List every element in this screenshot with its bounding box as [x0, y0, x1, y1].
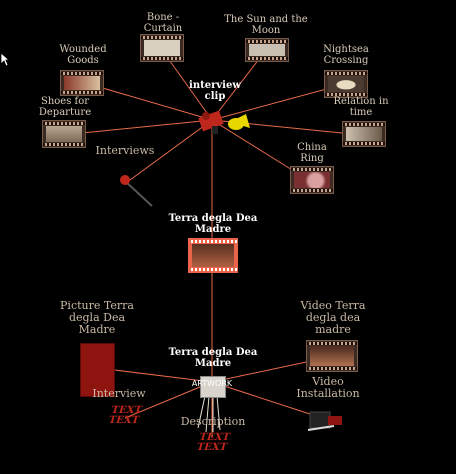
- node-label-interviews: Interviews: [95, 144, 155, 157]
- node-label-bone-curtain: Bone - Curtain: [143, 12, 183, 34]
- text-icon-description[interactable]: TEXT TEXT: [195, 432, 232, 453]
- node-label-interview: Interview: [92, 387, 146, 400]
- video-camera-icon[interactable]: [304, 402, 350, 436]
- node-label-description: Description: [180, 415, 246, 428]
- artwork-box[interactable]: [200, 376, 226, 398]
- node-label-terra-center: Terra degla Dea Madre: [168, 347, 258, 369]
- thumb-sun-moon[interactable]: [245, 38, 289, 62]
- thumb-bone-curtain[interactable]: [140, 34, 184, 62]
- mouse-cursor-icon: [0, 52, 10, 67]
- thumb-video-terra[interactable]: [306, 340, 358, 372]
- thumb-terra-top[interactable]: [188, 238, 238, 273]
- node-label-wounded-goods: Wounded Goods: [59, 44, 107, 66]
- thumb-relation-time[interactable]: [342, 121, 386, 147]
- node-label-video-terra: Video Terra degla dea madre: [300, 299, 366, 336]
- film-camera-icon[interactable]: [196, 106, 256, 138]
- artwork-label: ARTWORK: [191, 379, 233, 388]
- node-label-relation-time: Relation in time: [333, 96, 389, 118]
- node-label-terra-top: Terra degla Dea Madre: [168, 213, 258, 235]
- node-label-picture-terra: Picture Terra degla Dea Madre: [60, 299, 134, 336]
- microphone-icon[interactable]: [118, 172, 158, 208]
- thumb-china-ring[interactable]: [290, 166, 334, 194]
- node-label-shoes-departure: Shoes for Departure: [38, 96, 92, 118]
- node-label-video-installation: Video Installation: [296, 375, 360, 400]
- node-label-nightsea-crossing: Nightsea Crossing: [323, 44, 369, 66]
- text-icon-interview[interactable]: TEXT TEXT: [107, 405, 144, 426]
- thumb-shoes-departure[interactable]: [42, 120, 86, 148]
- node-label-sun-moon: The Sun and the Moon: [224, 14, 308, 36]
- picture-thumb-terra[interactable]: [80, 343, 115, 397]
- thumb-nightsea-crossing[interactable]: [324, 70, 368, 98]
- node-label-china-ring: China Ring: [297, 142, 327, 164]
- node-label-interview-clip: interview clip: [189, 80, 241, 102]
- thumb-wounded-goods[interactable]: [60, 70, 104, 96]
